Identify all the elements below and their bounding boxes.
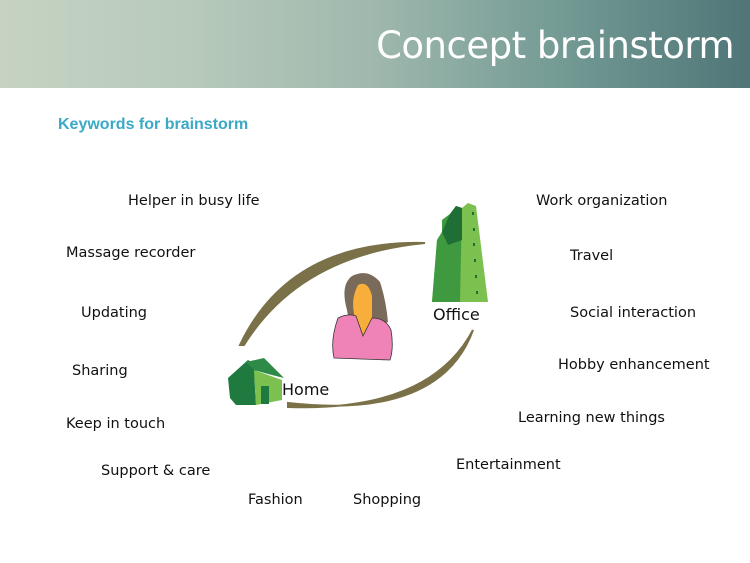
office-label: Office — [433, 305, 480, 324]
keyword: Support & care — [101, 463, 211, 479]
upper-arc — [238, 241, 426, 346]
house-icon — [228, 358, 284, 405]
person-icon — [332, 273, 393, 361]
keyword: Work organization — [536, 193, 668, 209]
keyword: Social interaction — [570, 305, 697, 321]
slide-header: Concept brainstorm — [0, 0, 750, 88]
keyword: Massage recorder — [66, 245, 196, 261]
keyword: Learning new things — [518, 410, 665, 426]
keyword: Entertainment — [456, 457, 561, 473]
keyword: Helper in busy life — [128, 193, 260, 209]
keyword: Keep in touch — [66, 416, 166, 432]
section-subtitle: Keywords for brainstorm — [58, 116, 249, 133]
lower-arc — [287, 329, 474, 409]
keyword: Fashion — [248, 492, 303, 508]
office-building-icon — [432, 203, 488, 302]
keyword: Sharing — [72, 363, 128, 379]
keyword: Shopping — [353, 492, 422, 508]
keyword: Travel — [570, 248, 614, 264]
slide-title: Concept brainstorm — [376, 24, 734, 67]
home-label: Home — [282, 380, 330, 399]
keyword: Hobby enhancement — [558, 357, 710, 373]
keyword: Updating — [81, 305, 148, 321]
